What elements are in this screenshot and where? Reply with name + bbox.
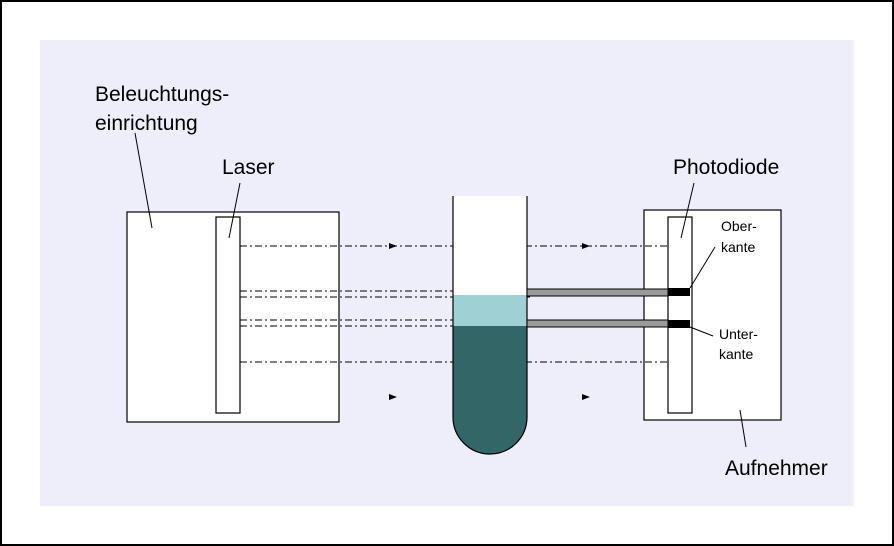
arrowhead-icon — [582, 394, 590, 400]
label-upper-edge-line1: Ober- — [721, 218, 757, 234]
tube-empty-section — [453, 196, 527, 295]
upper-signal-bar — [526, 288, 669, 297]
test-tube — [452, 196, 528, 455]
lower-signal-bar — [526, 319, 669, 328]
leader-line-receiver — [739, 409, 747, 448]
photodiode-bar — [667, 216, 693, 414]
liquid-lower-layer — [453, 326, 527, 454]
liquid-upper-layer — [453, 295, 527, 326]
label-photodiode: Photodiode — [673, 156, 780, 179]
label-upper-edge-line2: kante — [721, 239, 756, 255]
lower-edge-marker — [668, 320, 690, 328]
label-laser: Laser — [222, 156, 275, 179]
arrowhead-icon — [582, 243, 590, 249]
leader-line-upper-edge — [689, 246, 716, 289]
upper-edge-marker — [668, 288, 690, 296]
label-illumination-line1: Beleuchtungs- — [95, 83, 230, 106]
label-receiver: Aufnehmer — [725, 457, 828, 480]
receiver-unit — [643, 209, 782, 421]
label-lower-edge-line1: Unter- — [719, 326, 758, 342]
arrowhead-icon — [389, 394, 397, 400]
laser-bar — [215, 216, 241, 414]
leader-line-lower-edge — [689, 326, 714, 337]
label-illumination-line2: einrichtung — [95, 112, 198, 135]
label-lower-edge-line2: kante — [719, 346, 754, 362]
leader-line-photodiode — [680, 182, 695, 239]
leader-line-laser — [228, 182, 241, 239]
arrowhead-icon — [389, 243, 397, 249]
leader-line-illumination — [134, 132, 153, 229]
